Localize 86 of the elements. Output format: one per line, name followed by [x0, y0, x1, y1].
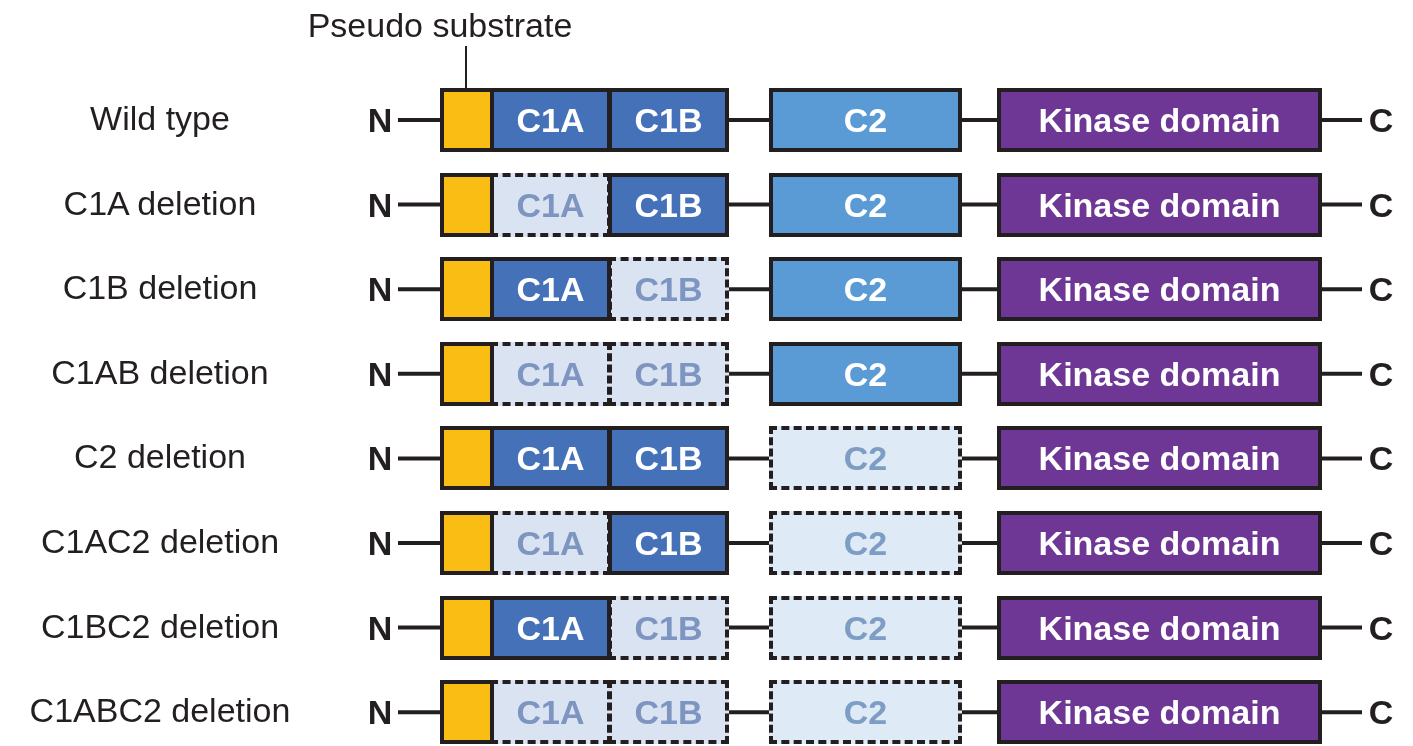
- linker-line: [398, 625, 440, 630]
- domain-box: C1B: [608, 172, 729, 237]
- callout-label: Pseudo substrate: [270, 4, 610, 46]
- domain-box: C1B: [608, 511, 729, 575]
- row-label: C1ABC2 deletion: [28, 693, 292, 728]
- kinase-domain-box: Kinase domain: [997, 511, 1322, 575]
- row-label: C1A deletion: [62, 185, 258, 220]
- linker-line: [962, 202, 997, 207]
- linker-line: [962, 287, 997, 292]
- kinase-domain-box: Kinase domain: [997, 680, 1322, 745]
- linker-line: [398, 371, 440, 376]
- row-label: C1BC2 deletion: [39, 608, 281, 643]
- linker-line: [1322, 371, 1362, 376]
- linker-line: [962, 371, 997, 376]
- linker-line: [729, 710, 769, 715]
- terminus-label: C: [1362, 595, 1400, 660]
- kinase-domain-box: Kinase domain: [997, 341, 1322, 406]
- pseudo-substrate-box: [440, 680, 494, 745]
- terminus-label: N: [362, 341, 398, 406]
- terminus-label: C: [1362, 257, 1400, 322]
- linker-line: [729, 202, 769, 207]
- domain-box: C1B: [608, 88, 729, 152]
- pseudo-substrate-box: [440, 511, 494, 575]
- leader-line: [465, 45, 467, 89]
- linker-line: [1322, 456, 1362, 461]
- row-label: C2 deletion: [73, 439, 247, 474]
- domain-box: C2: [769, 341, 962, 406]
- deleted-domain-box: C1B: [608, 680, 729, 745]
- deleted-domain-box: C2: [769, 426, 962, 491]
- deleted-domain-box: C2: [769, 511, 962, 575]
- terminus-label: N: [362, 680, 398, 745]
- kinase-domain-box: Kinase domain: [997, 595, 1322, 660]
- linker-line: [398, 118, 440, 122]
- domain-box: C1B: [608, 426, 729, 491]
- terminus-label: N: [362, 88, 398, 152]
- linker-line: [1322, 541, 1362, 545]
- kinase-domain-box: Kinase domain: [997, 88, 1322, 152]
- linker-line: [1322, 625, 1362, 630]
- terminus-label: C: [1362, 172, 1400, 237]
- deleted-domain-box: C1B: [608, 341, 729, 406]
- linker-line: [1322, 202, 1362, 207]
- kinase-domain-box: Kinase domain: [997, 426, 1322, 491]
- linker-line: [962, 118, 997, 122]
- terminus-label: N: [362, 426, 398, 491]
- pseudo-substrate-box: [440, 172, 494, 237]
- deleted-domain-box: C2: [769, 595, 962, 660]
- linker-line: [962, 625, 997, 630]
- row-label: C1AB deletion: [50, 354, 270, 389]
- terminus-label: N: [362, 595, 398, 660]
- linker-line: [962, 710, 997, 715]
- linker-line: [962, 456, 997, 461]
- deleted-domain-box: C1B: [608, 595, 729, 660]
- linker-line: [729, 287, 769, 292]
- domain-box: C2: [769, 172, 962, 237]
- terminus-label: N: [362, 172, 398, 237]
- kinase-domain-box: Kinase domain: [997, 172, 1322, 237]
- linker-line: [1322, 710, 1362, 715]
- terminus-label: N: [362, 511, 398, 575]
- linker-line: [962, 541, 997, 545]
- terminus-label: C: [1362, 680, 1400, 745]
- linker-line: [398, 202, 440, 207]
- linker-line: [729, 625, 769, 630]
- linker-line: [398, 541, 440, 545]
- linker-line: [729, 118, 769, 122]
- kinase-domain-box: Kinase domain: [997, 257, 1322, 322]
- linker-line: [1322, 118, 1362, 122]
- row-label: C1AC2 deletion: [39, 524, 281, 558]
- linker-line: [729, 541, 769, 545]
- terminus-label: C: [1362, 511, 1400, 575]
- domain-box: C2: [769, 88, 962, 152]
- terminus-label: C: [1362, 426, 1400, 491]
- linker-line: [398, 287, 440, 292]
- terminus-label: C: [1362, 341, 1400, 406]
- terminus-label: N: [362, 257, 398, 322]
- domain-box: C2: [769, 257, 962, 322]
- linker-line: [398, 710, 440, 715]
- linker-line: [729, 456, 769, 461]
- row-label: C1B deletion: [61, 270, 259, 305]
- row-label: Wild type: [89, 101, 231, 135]
- pseudo-substrate-box: [440, 341, 494, 406]
- linker-line: [1322, 287, 1362, 292]
- deleted-domain-box: C2: [769, 680, 962, 745]
- terminus-label: C: [1362, 88, 1400, 152]
- deleted-domain-box: C1B: [608, 257, 729, 322]
- linker-line: [729, 371, 769, 376]
- linker-line: [398, 456, 440, 461]
